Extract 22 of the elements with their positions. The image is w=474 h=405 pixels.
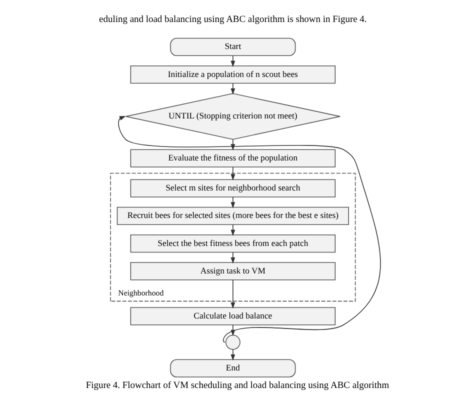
arrow <box>230 349 235 361</box>
node-box: Select m sites for neighborhood search <box>130 179 336 198</box>
arrow <box>230 166 235 180</box>
node-diamond: UNTIL (Stopping criterion not meet) <box>124 93 340 140</box>
label: eduling and load balancing using ABC algorithm is shown in Figure 4. <box>98 15 366 26</box>
node-box: End <box>170 359 296 378</box>
arrow <box>118 116 380 343</box>
node-box: Recruit bees for selected sites (more bees for the best e sites) <box>116 206 348 225</box>
caption: Figure 4. Flowchart of VM scheduling and load balancing using ABC algorithm <box>85 380 389 391</box>
arrow <box>230 196 235 208</box>
node-box: Select the best fitness bees from each patch <box>130 234 336 253</box>
node-box: Evaluate the fitness of the population <box>130 149 336 168</box>
node-box: Start <box>170 38 296 56</box>
node-circle <box>224 334 240 350</box>
arrow <box>230 280 235 309</box>
arrow <box>230 224 235 236</box>
node-box: Assign task to VM <box>130 262 336 280</box>
node-box: Initialize a population of n scout bees <box>130 66 336 84</box>
arrow <box>230 83 235 95</box>
arrow <box>230 252 235 264</box>
arrow <box>230 55 235 68</box>
node-box: Calculate load balance <box>130 307 336 326</box>
